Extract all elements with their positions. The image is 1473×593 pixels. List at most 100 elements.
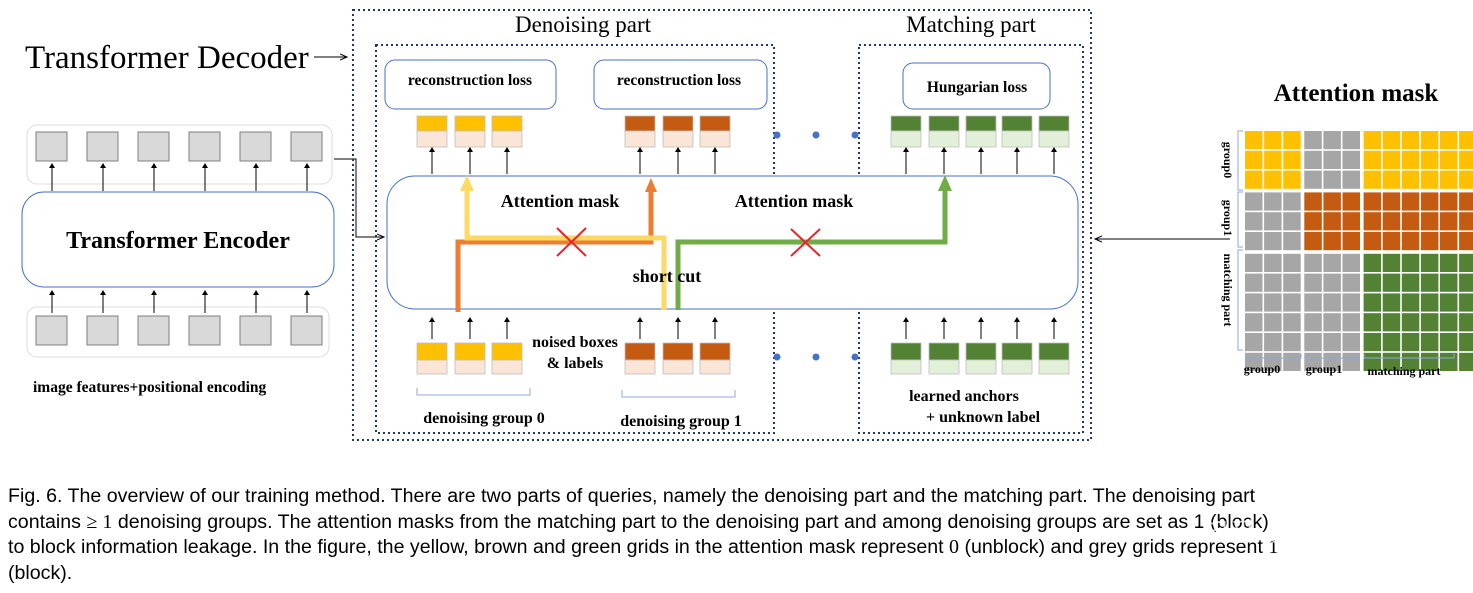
matching-input-box-bottom (928, 359, 960, 375)
mask-cell (1304, 333, 1322, 352)
mask-cell (1363, 150, 1382, 169)
matching-attention-path (675, 190, 948, 310)
group1-input-box-top (699, 342, 731, 361)
row-label-group0: group0 (1221, 142, 1235, 178)
encoder-input-feature (290, 315, 323, 346)
mask-cell (1420, 273, 1439, 292)
mask-cell (1323, 170, 1341, 189)
mask-cell (1401, 352, 1420, 371)
encoder-input-feature (86, 315, 119, 346)
matching-input-box-bottom (890, 359, 922, 375)
mask-cell (1283, 313, 1301, 332)
unknown-label-label: + unknown label (926, 409, 1041, 426)
attention-mask-label-right: Attention mask (735, 191, 854, 211)
matching-input-box-top (928, 342, 960, 361)
mask-cell (1401, 150, 1420, 169)
matching-output-box-top (928, 115, 960, 132)
mask-cell (1440, 150, 1458, 169)
mask-cell (1245, 212, 1263, 231)
mask-cell (1382, 253, 1401, 272)
mask-cell (1459, 170, 1473, 189)
matching-output-box-bottom (965, 130, 997, 148)
group1-output-box-bottom (624, 130, 656, 148)
mask-cell (1440, 192, 1458, 211)
mask-cell (1363, 333, 1382, 352)
matching-output-box-bottom (1038, 130, 1070, 148)
mask-cell (1363, 253, 1382, 272)
up-arrowhead (253, 290, 259, 295)
up-arrowhead (903, 147, 909, 152)
mask-cell (1323, 293, 1341, 312)
matching-input-box-top (890, 342, 922, 361)
group0-output-box-top (416, 115, 448, 132)
up-arrowhead (304, 163, 310, 168)
mask-cell (1264, 212, 1282, 231)
mask-cell (1363, 131, 1382, 150)
mask-cell (1323, 192, 1341, 211)
column-brackets (1245, 354, 1455, 359)
up-arrowhead (978, 147, 984, 152)
mask-cell (1264, 170, 1282, 189)
caption-line-2: contains ≥ 1 denoising groups. The atten… (8, 510, 1269, 533)
mask-cell (1264, 253, 1282, 272)
mask-cell (1363, 232, 1382, 251)
three-dots-icon (773, 353, 859, 361)
mask-cell (1382, 333, 1401, 352)
mask-cell (1304, 232, 1322, 251)
mask-cell (1283, 150, 1301, 169)
group1-input-box-bottom (662, 359, 694, 375)
up-arrowhead (1014, 147, 1020, 152)
matching-output-box-top (1001, 115, 1033, 132)
mask-cell (1283, 293, 1301, 312)
caption-line-1: Fig. 6. The overview of our training met… (8, 485, 1256, 507)
transformer-decoder-label: Transformer Decoder (25, 40, 309, 76)
encoder-input-feature (188, 315, 221, 346)
group1-input-box-top (624, 342, 656, 361)
mask-cell (1323, 352, 1341, 371)
row-label-group1: group1 (1221, 200, 1235, 236)
mask-cell (1382, 192, 1401, 211)
mask-cell (1283, 192, 1301, 211)
mask-cell (1440, 131, 1458, 150)
mask-cell (1401, 253, 1420, 272)
mask-cell (1440, 333, 1458, 352)
mask-cell (1304, 273, 1322, 292)
mask-cell (1382, 293, 1401, 312)
group0-input-box-bottom (491, 359, 523, 375)
mask-cell (1420, 192, 1439, 211)
mask-cell (1401, 131, 1420, 150)
noised-labels-label: & labels (547, 355, 603, 372)
group1-input-box-bottom (699, 359, 731, 375)
mask-cell (1440, 273, 1458, 292)
mask-cell (1264, 150, 1282, 169)
encoder-output-feature (290, 131, 323, 162)
matching-input-box-top (1001, 342, 1033, 361)
mask-cell (1363, 293, 1382, 312)
mask-cell (1323, 131, 1341, 150)
mask-cell (1283, 232, 1301, 251)
mask-cell (1323, 313, 1341, 332)
mask-cell (1264, 192, 1282, 211)
mask-cell (1342, 131, 1360, 150)
overview-figure: Transformer Decoder Transformer Encoder … (21, 9, 1473, 441)
mask-cell (1283, 253, 1301, 272)
caption-line-4: (block). (8, 561, 73, 584)
mask-cell (1304, 131, 1322, 150)
mask-cell (1304, 192, 1322, 211)
mask-cell (1382, 170, 1401, 189)
mask-cell (1440, 232, 1458, 251)
mask-cell (1420, 333, 1439, 352)
up-arrowhead (637, 147, 643, 152)
red-x-icon (556, 227, 587, 257)
mask-cell (1382, 150, 1401, 169)
encoder-output-tray (26, 124, 333, 185)
matching-input-box-top (965, 342, 997, 361)
mask-cell (1401, 313, 1420, 332)
mask-cell (1342, 333, 1360, 352)
mask-cell (1245, 192, 1263, 211)
up-arrowhead (253, 163, 259, 168)
group1-bracket (621, 390, 736, 398)
up-arrowhead (100, 163, 106, 168)
mask-cell (1342, 313, 1360, 332)
mask-cell (1401, 232, 1420, 251)
